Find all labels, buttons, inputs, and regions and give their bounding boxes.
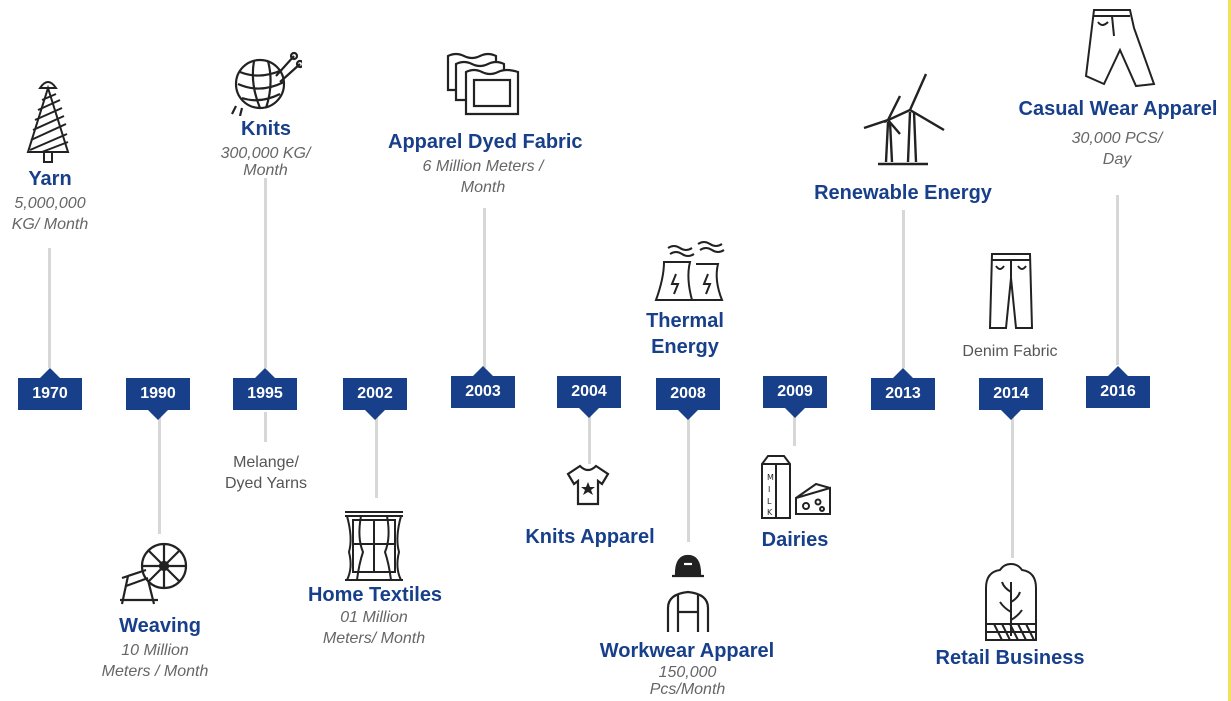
- milestone-title-knits-apparel: Knits Apparel: [525, 526, 655, 548]
- year-badge-1990: 1990: [126, 378, 190, 420]
- pants-icon: [1080, 6, 1156, 88]
- yellow-edge-accent: [1228, 0, 1231, 701]
- milestone-subtitle-apparel-dyed-fabric: 6 Million Meters / Month: [422, 158, 544, 196]
- retail-arch-icon: [982, 562, 1040, 642]
- year-badge-2003: 2003: [451, 366, 515, 408]
- connector-2016: [1116, 195, 1119, 365]
- connector-2003: [483, 208, 486, 368]
- connector-2009: [793, 410, 796, 446]
- milestone-title-renewable-energy: Renewable Energy: [814, 182, 992, 204]
- year-badge-2014: 2014: [979, 378, 1043, 420]
- jeans-icon: [986, 252, 1036, 330]
- milestone-title-weaving: Weaving: [119, 615, 201, 637]
- year-badge-2013: 2013: [871, 368, 935, 410]
- milestone-title-home-textiles: Home Textiles: [307, 584, 443, 606]
- milestone-title-retail-business: Retail Business: [935, 647, 1085, 669]
- connector-2004: [588, 410, 591, 464]
- milestone-note-denim-fabric: Denim Fabric: [962, 343, 1058, 360]
- year-badge-2009: 2009: [763, 376, 827, 418]
- svg-text:L: L: [767, 497, 772, 506]
- tshirt-icon: [564, 462, 612, 506]
- connector-2013: [902, 210, 905, 368]
- yarn-ball-icon: [230, 50, 302, 116]
- connector-1990: [158, 412, 161, 534]
- year-badge-2002: 2002: [343, 378, 407, 420]
- connector-1970: [48, 248, 51, 368]
- svg-text:K: K: [767, 508, 773, 517]
- year-badge-1970: 1970: [18, 368, 82, 410]
- connector-1995-below: [264, 412, 267, 442]
- milestone-subtitle-casual-wear-apparel: 30,000 PCS/ Day: [1071, 130, 1163, 168]
- spinning-wheel-icon: [118, 540, 190, 606]
- connector-2008: [687, 412, 690, 542]
- milestone-subtitle-weaving: 10 Million Meters / Month: [101, 642, 209, 680]
- milestone-subtitle-knits: 300,000 KG/ Month: [220, 145, 311, 179]
- curtains-icon: [343, 508, 405, 584]
- fabric-swatches-icon: [444, 50, 522, 118]
- year-badge-2008: 2008: [656, 378, 720, 420]
- connector-1995: [264, 178, 267, 368]
- milestone-title-thermal-energy: Thermal Energy: [646, 310, 724, 358]
- worker-helmet-icon: [660, 550, 716, 634]
- year-badge-2004: 2004: [557, 376, 621, 418]
- milestone-note-knits: Melange/ Dyed Yarns: [224, 454, 308, 492]
- milestone-title-dairies: Dairies: [761, 529, 829, 551]
- connector-2002: [375, 412, 378, 498]
- milestone-title-casual-wear-apparel: Casual Wear Apparel: [1018, 98, 1218, 120]
- milestone-subtitle-home-textiles: 01 Million Meters/ Month: [322, 609, 426, 647]
- milestone-title-knits: Knits: [241, 118, 291, 140]
- svg-text:M: M: [767, 473, 774, 482]
- milestone-subtitle-yarn: 5,000,000 KG/ Month: [11, 195, 89, 233]
- milestone-title-apparel-dyed-fabric: Apparel Dyed Fabric: [388, 131, 583, 153]
- yarn-cone-icon: [22, 74, 74, 166]
- year-badge-1995: 1995: [233, 368, 297, 410]
- milestone-title-yarn: Yarn: [28, 168, 72, 190]
- milestone-subtitle-workwear-apparel: 150,000 Pcs/Month: [649, 664, 726, 698]
- milestone-title-workwear-apparel: Workwear Apparel: [599, 640, 775, 662]
- cooling-towers-icon: [652, 238, 728, 302]
- milk-cheese-icon: M I L K: [756, 454, 834, 520]
- year-badge-2016: 2016: [1086, 366, 1150, 408]
- svg-text:I: I: [768, 485, 770, 494]
- wind-turbines-icon: [860, 70, 946, 170]
- connector-2014: [1011, 412, 1014, 558]
